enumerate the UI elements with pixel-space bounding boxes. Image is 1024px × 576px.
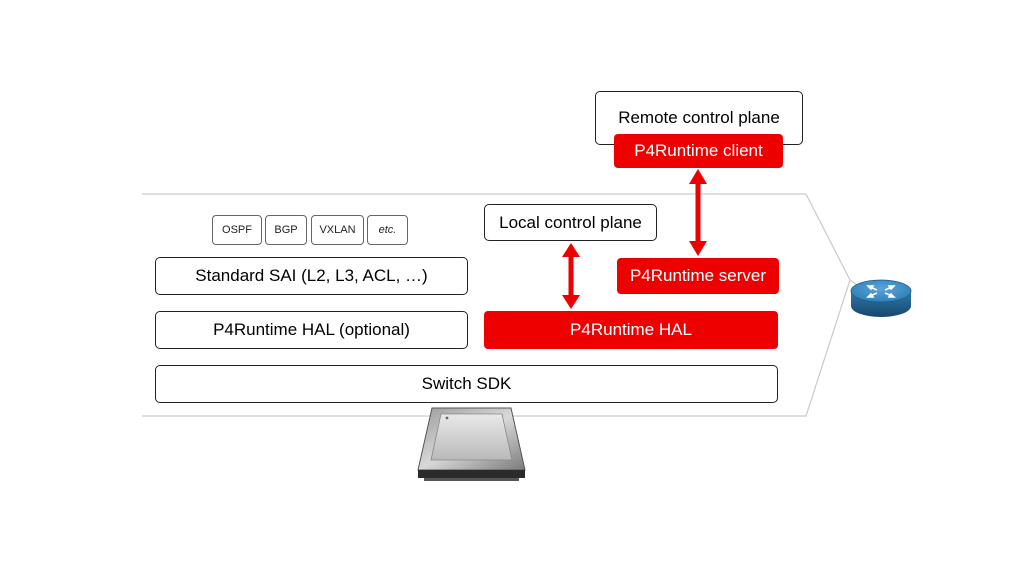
local-control-plane-label: Local control plane xyxy=(499,212,642,232)
switch-sdk-box: Switch SDK xyxy=(155,365,778,403)
local-control-plane-box: Local control plane xyxy=(484,204,657,241)
protocol-pill-etc: etc. xyxy=(367,215,408,245)
p4runtime-hal-box: P4Runtime HAL xyxy=(484,311,778,349)
standard-sai-label: Standard SAI (L2, L3, ACL, …) xyxy=(195,266,428,285)
standard-sai-box: Standard SAI (L2, L3, ACL, …) xyxy=(155,257,468,295)
p4runtime-server-label: P4Runtime server xyxy=(629,266,767,285)
p4runtime-client-box: P4Runtime client xyxy=(614,134,783,168)
protocol-pill-vxlan: VXLAN xyxy=(311,215,364,245)
remote-control-plane-label: Remote control plane xyxy=(618,108,780,127)
p4runtime-server-box: P4Runtime server xyxy=(617,258,779,294)
protocol-pill-ospf: OSPF xyxy=(212,215,262,245)
p4runtime-hal-label: P4Runtime HAL xyxy=(570,320,692,339)
protocol-pill-bgp: BGP xyxy=(265,215,307,245)
p4runtime-hal-optional-label: P4Runtime HAL (optional) xyxy=(213,320,410,339)
p4runtime-client-label: P4Runtime client xyxy=(634,141,763,160)
p4runtime-hal-optional-box: P4Runtime HAL (optional) xyxy=(155,311,468,349)
switch-sdk-label: Switch SDK xyxy=(421,374,512,393)
